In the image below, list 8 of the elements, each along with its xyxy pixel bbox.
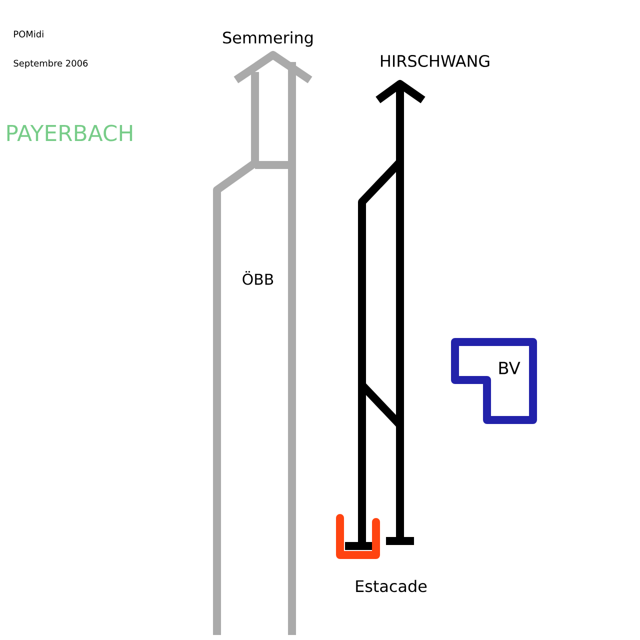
place-label: PAYERBACH (7, 124, 132, 142)
author-label: POMidi (14, 30, 44, 38)
direction-label: Semmering (223, 31, 313, 47)
station-building: BV (451, 338, 537, 424)
date-label: Septembre 2006 (14, 60, 88, 68)
direction-label: HIRSCHWANG (381, 54, 490, 68)
place-label: Estacade (356, 580, 427, 592)
track-label: ÖBB (242, 271, 274, 285)
